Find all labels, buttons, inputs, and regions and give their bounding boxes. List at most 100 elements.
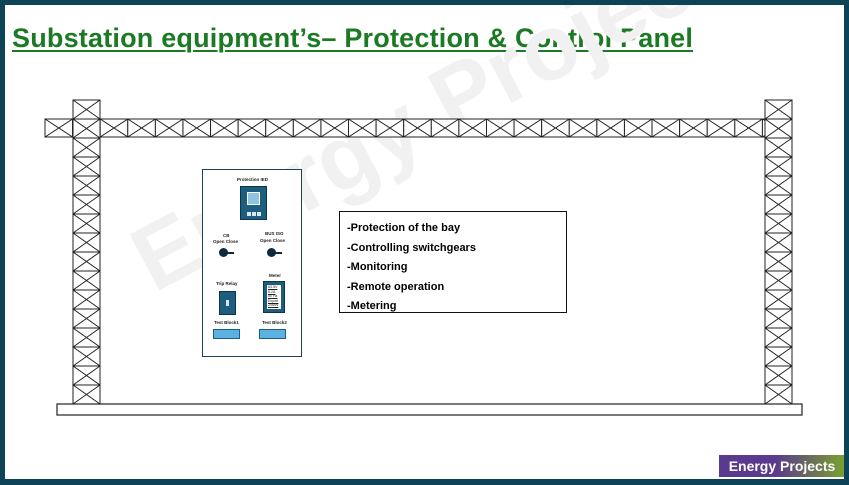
beam-segment-brace (44, 118, 73, 138)
logo-text: Energy Projects (728, 458, 836, 474)
meter-label: Meter (269, 273, 282, 278)
function-item: -Monitoring (347, 261, 408, 273)
column-segment-brace (72, 365, 101, 386)
slide-title: Substation equipment’s– Protection & Con… (12, 23, 694, 53)
column-segment-brace (764, 99, 793, 120)
bus-iso-open-close-label: Open Close (260, 238, 286, 243)
beam-segment-brace (348, 118, 377, 138)
meter-current: 5.2A (268, 289, 276, 294)
protection-control-panel: Protection IED CB Open Close BUS ISO Ope… (202, 169, 302, 357)
column-segment-brace (72, 99, 101, 120)
column-segment-brace (72, 194, 101, 215)
cb-switch-handle (225, 251, 234, 254)
bus-iso-label: BUS ISO (265, 231, 284, 236)
beam-segment-brace (265, 118, 294, 138)
column-segment-brace (764, 213, 793, 234)
column-segment-brace (764, 365, 793, 386)
column-segment-brace (72, 251, 101, 272)
column-segment-brace (764, 251, 793, 272)
ied-led (252, 212, 256, 216)
beam-segment-brace (127, 118, 156, 138)
column-segment-brace (72, 118, 101, 139)
ied-label: Protection IED (237, 177, 269, 182)
function-item: -Controlling switchgears (347, 241, 476, 254)
ied-led (247, 212, 251, 216)
column-segment-brace (72, 137, 101, 158)
column-segment-brace (72, 327, 101, 348)
meter: 63.5V 5.2A 50 Hz Export 20MW (263, 281, 285, 313)
trip-relay (219, 291, 236, 315)
column-segment-brace (764, 270, 793, 291)
test-block2 (259, 329, 286, 339)
beam-segment-brace (237, 118, 267, 138)
beam-segment-brace (320, 118, 349, 138)
cb-switch[interactable] (219, 248, 228, 257)
trip-relay-label: Trip Relay (216, 281, 238, 286)
beam-segment-brace (624, 118, 653, 138)
energy-projects-logo: Energy Projects (719, 455, 844, 477)
meter-display: 63.5V 5.2A 50 Hz Export 20MW (267, 285, 281, 309)
beam-segment-brace (706, 118, 736, 138)
bus-iso-switch[interactable] (267, 248, 276, 257)
column-segment-brace (72, 308, 101, 329)
column-segment-brace (764, 346, 793, 367)
beam-segment-brace (734, 118, 763, 138)
column-segment-brace (72, 175, 101, 196)
column-segment-brace (72, 384, 101, 405)
beam-segment-brace (99, 118, 129, 138)
functions-callout: -Protection of the bay -Controlling swit… (339, 211, 567, 313)
cb-open-close-label: Open Close (213, 239, 239, 244)
function-item: -Protection of the bay (347, 222, 461, 234)
column-segment-brace (764, 156, 793, 177)
beam-segment-brace (679, 118, 708, 138)
column-segment-brace (72, 232, 101, 253)
ied-led (257, 212, 261, 216)
beam-segment-brace (431, 118, 460, 138)
function-item: -Metering (347, 300, 397, 312)
beam-segment-brace (596, 118, 625, 138)
column-segment-brace (72, 289, 101, 310)
column-segment-brace (764, 384, 793, 405)
beam-segment-brace (458, 118, 487, 138)
test-block1-label: Test Block1 (214, 320, 239, 325)
column-segment-brace (72, 270, 101, 291)
trip-relay-knob (226, 300, 229, 306)
column-segment-brace (764, 137, 793, 158)
meter-direction: Export (268, 298, 279, 303)
gantry-structure (44, 99, 803, 416)
column-segment-brace (72, 156, 101, 177)
test-block1 (213, 329, 240, 339)
column-segment-brace (72, 213, 101, 234)
meter-power: 20MW (268, 303, 279, 308)
beam-segment-brace (651, 118, 680, 138)
ied-screen (247, 192, 260, 205)
column-segment-brace (764, 289, 793, 310)
column-segment-brace (764, 308, 793, 329)
beam-segment-brace (293, 118, 322, 138)
beam-segment-brace (513, 118, 542, 138)
meter-frequency: 50 Hz (268, 294, 278, 299)
column-segment-brace (764, 194, 793, 215)
beam-segment-brace (486, 118, 515, 138)
meter-voltage: 63.5V (268, 285, 278, 289)
column-segment-brace (764, 232, 793, 253)
column-segment-brace (764, 118, 793, 139)
beam-segment-brace (210, 118, 239, 138)
beam-segment-brace (568, 118, 598, 138)
column-segment-brace (764, 327, 793, 348)
ground-base (56, 403, 803, 416)
beam-segment-brace (541, 118, 570, 138)
function-item: -Remote operation (347, 280, 445, 293)
test-block2-label: Test Block2 (262, 320, 287, 325)
beam-segment-brace (155, 118, 184, 138)
bus-iso-switch-handle (273, 251, 282, 254)
column-segment-brace (72, 346, 101, 367)
protection-ied (240, 186, 267, 220)
beam-segment-brace (182, 118, 211, 138)
gantry-lattice (44, 99, 793, 405)
column-segment-brace (764, 175, 793, 196)
beam-segment-brace (375, 118, 404, 138)
cb-label: CB (223, 233, 230, 238)
beam-segment-brace (403, 118, 432, 138)
